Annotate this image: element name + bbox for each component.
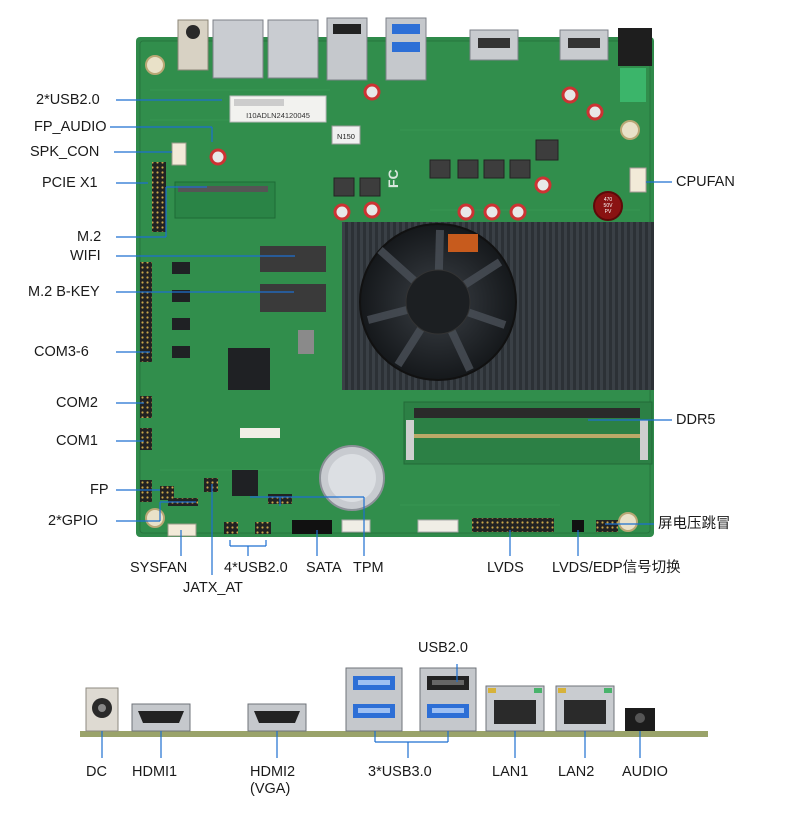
board-io-row [177,17,652,102]
sticker-text: I10ADLN24120045 [246,111,310,120]
label-pcie-x1: PCIE X1 [42,175,98,191]
label-lvds: LVDS [487,560,524,576]
io-callout-lines [101,664,641,758]
label-com1: COM1 [56,433,98,449]
m2-slots [174,181,326,312]
label-io-lan2: LAN2 [558,764,595,780]
fcc-mark: FC [385,169,401,188]
label-io-3usb30: 3*USB3.0 [368,764,432,780]
label-com3-6: COM3-6 [34,344,89,360]
label-sysfan: SYSFAN [130,560,188,576]
label-m2-bkey: M.2 B-KEY [28,284,100,300]
label-lcd-voltage-jumper: 屏电压跳冒 [658,516,731,532]
label-tpm: TPM [353,560,384,576]
label-io-dc: DC [86,764,107,780]
capacitors: 470 50V PV [209,83,623,221]
cap-text-3: PV [605,209,612,215]
label-io-hdmi2: HDMI2 [250,764,296,780]
label-spk-con: SPK_CON [30,144,100,160]
label-io-hdmi2-vga: (VGA) [250,781,291,797]
io-panel-illustration [80,667,708,737]
left-headers [140,142,187,502]
soc-chip: N150 [331,125,361,145]
serial-sticker: I10ADLN24120045 [229,95,327,123]
label-lvds-edp-switch: LVDS/EDP信号切换 [552,560,681,576]
cpufan-header [629,167,647,193]
chip-marking: N150 [337,132,355,141]
label-2usb20: 2*USB2.0 [36,92,100,108]
label-sata: SATA [306,560,342,576]
label-fp: FP [90,482,109,498]
cap-text-1: 470 [604,197,613,203]
label-io-usb20: USB2.0 [418,640,468,656]
label-io-hdmi1: HDMI1 [132,764,178,780]
label-2gpio: 2*GPIO [48,513,98,529]
label-io-lan1: LAN1 [492,764,529,780]
label-4usb20: 4*USB2.0 [224,560,288,576]
label-com2: COM2 [56,395,98,411]
ics [172,262,314,496]
cpu-heatsink [342,222,654,390]
label-m2: M.2 [77,229,102,245]
label-io-audio: AUDIO [622,764,668,780]
ddr5-slot [403,401,653,465]
label-jatx-at: JATX_AT [183,580,243,596]
label-fp-audio: FP_AUDIO [34,119,107,135]
label-wifi: WIFI [70,248,101,264]
vrm-chokes [333,139,559,197]
label-cpufan: CPUFAN [676,174,735,190]
cap-text-2: 50V [604,203,614,209]
callout-lines [110,99,672,575]
cmos-battery [319,445,385,511]
label-ddr5: DDR5 [676,412,716,428]
